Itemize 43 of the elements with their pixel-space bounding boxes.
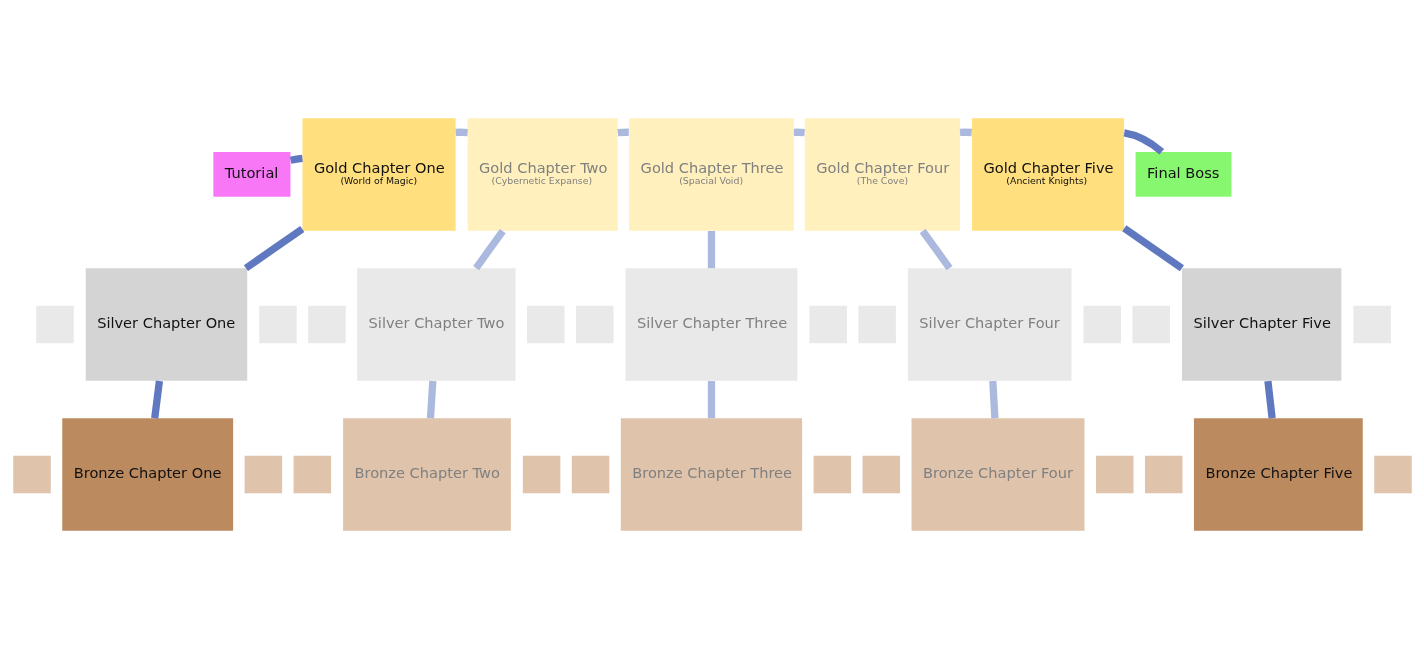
connector	[919, 228, 952, 270]
node-box	[1373, 455, 1412, 493]
node-box	[1144, 455, 1182, 493]
node-box: Gold Chapter One (World of Magic)	[301, 117, 456, 231]
node-box: Bronze Chapter One	[61, 417, 233, 531]
node-box	[813, 455, 851, 493]
node-box: Silver Chapter One	[85, 267, 247, 381]
connector	[1123, 128, 1164, 154]
connector	[426, 380, 436, 418]
connector	[455, 128, 468, 136]
node-box: Final Boss	[1135, 151, 1231, 197]
connector	[243, 225, 304, 271]
node-box: Gold Chapter Three (Spacial Void)	[628, 117, 794, 231]
connector	[616, 128, 629, 136]
node-box: Silver Chapter Two	[356, 267, 516, 381]
node-box: Bronze Chapter Two	[342, 417, 511, 531]
connector	[1121, 224, 1184, 271]
node-box: Silver Chapter Four	[907, 267, 1071, 381]
node-box: Tutorial	[212, 151, 290, 197]
connector	[707, 380, 715, 418]
node-box: Bronze Chapter Three	[620, 417, 802, 531]
connector	[793, 128, 805, 136]
node-box: Gold Chapter Two (Cybernetic Expanse)	[467, 117, 618, 231]
connector	[472, 228, 506, 270]
node-box	[293, 455, 331, 493]
node-box: Gold Chapter Five (Ancient Knights)	[971, 117, 1124, 231]
node-box: Silver Chapter Three	[625, 267, 797, 381]
connector	[988, 380, 999, 418]
node-box	[244, 455, 282, 493]
connector	[959, 128, 972, 136]
node-box: Bronze Chapter Four	[911, 417, 1084, 531]
node-box: Bronze Chapter Five	[1193, 417, 1363, 531]
node-box	[571, 455, 609, 493]
connector	[1263, 380, 1276, 419]
node-box	[1095, 455, 1133, 493]
connector	[707, 230, 715, 268]
node-box: Silver Chapter Five	[1181, 267, 1341, 381]
node-box: Gold Chapter Four (The Cove)	[804, 117, 960, 231]
node-box	[12, 455, 51, 493]
connector	[150, 380, 163, 419]
node-box	[522, 455, 560, 493]
node-box	[862, 455, 900, 493]
connector	[289, 154, 303, 164]
